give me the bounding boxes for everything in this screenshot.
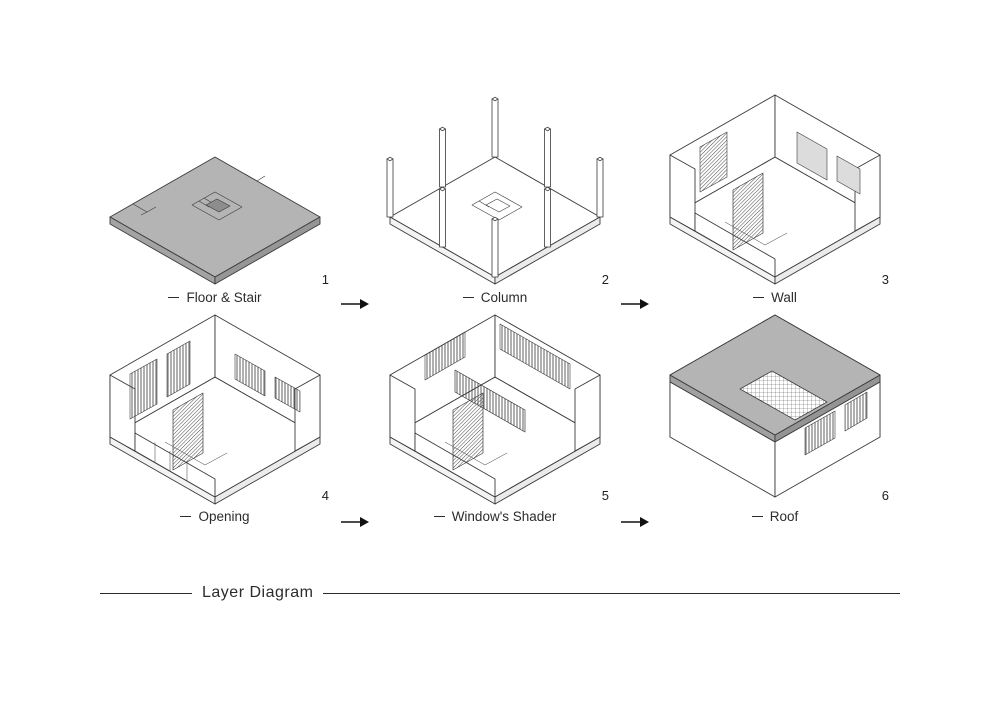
step-caption: Opening [95,509,335,524]
arrow-right-icon [621,517,649,527]
caption-dash [462,297,474,298]
roof-diagram [669,314,881,498]
step-caption: Roof [655,509,895,524]
column-diagram [386,96,604,285]
step-label: Opening [198,509,250,524]
wall-diagram [669,94,881,285]
caption-dash [180,516,192,517]
arrow-right-icon [341,517,369,527]
windows-shader-diagram [389,314,601,505]
step-cell-floor-stair: 1 Floor & Stair [95,72,335,322]
step-caption: Column [375,290,615,305]
step-cell-wall: 3 Wall [655,72,895,322]
step-caption: Window's Shader [375,509,615,524]
step-cell-column: 2 Column [375,72,615,322]
step-number: 2 [601,272,609,287]
step-label: Column [480,290,528,305]
caption-dash [753,297,765,298]
title-rule-right [323,592,900,594]
step-label: Wall [771,290,797,305]
arrow-right-icon [621,299,649,309]
step-number: 1 [321,272,329,287]
opening-diagram [109,314,321,505]
step-caption: Wall [655,290,895,305]
step-label: Floor & Stair [186,290,262,305]
title-bar: Layer Diagram [100,584,900,602]
step-cell-windows-shader: 5 Window's Shader [375,292,615,542]
floor-stair-diagram [109,156,321,285]
arrow-right-icon [341,299,369,309]
page-title: Layer Diagram [202,584,314,601]
step-number: 5 [601,488,609,503]
step-number: 6 [881,488,889,503]
caption-dash [751,516,763,517]
step-number: 3 [881,272,889,287]
step-label: Window's Shader [451,509,557,524]
title-rule-left [100,592,192,594]
step-number: 4 [321,488,329,503]
step-label: Roof [769,509,799,524]
caption-dash [168,297,180,298]
step-cell-opening: 4 Opening [95,292,335,542]
caption-dash [433,516,445,517]
step-caption: Floor & Stair [95,290,335,305]
step-cell-roof: 6 Roof [655,292,895,542]
